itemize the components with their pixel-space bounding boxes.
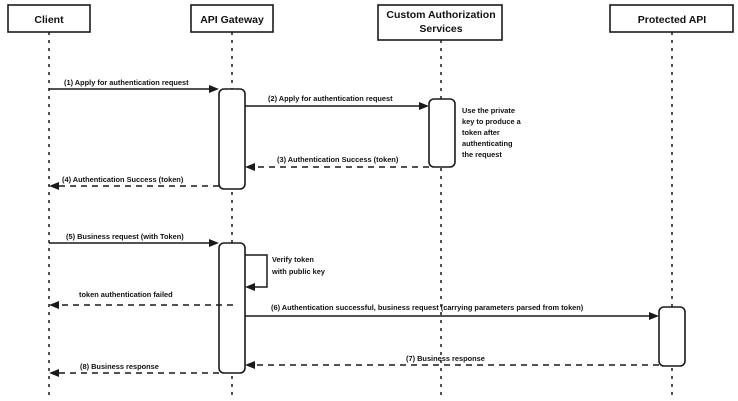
message-6-label: (6) Authentication successful, business … xyxy=(271,303,584,312)
verify-token-label-line-1: Verify token xyxy=(272,255,314,264)
participant-label-custom-authorization-services-line1: Custom Authorization xyxy=(386,9,495,21)
self-message-verify-token[interactable] xyxy=(245,254,268,291)
message-1[interactable] xyxy=(49,85,219,93)
message-7-label: (7) Business response xyxy=(406,354,485,363)
activation-custom-auth xyxy=(428,98,456,168)
message-8[interactable] xyxy=(49,369,219,377)
participant-box-client[interactable] xyxy=(7,4,91,33)
private-key-note-line-4: authenticating xyxy=(462,139,513,148)
message-7-arrowhead xyxy=(245,361,255,369)
message-6-arrowhead xyxy=(649,312,659,320)
participant-label-api-gateway: API Gateway xyxy=(200,14,264,26)
message-token-auth-failed-arrowhead xyxy=(49,301,59,309)
message-1-arrowhead xyxy=(209,85,219,93)
private-key-note-line-3: token after xyxy=(462,128,500,137)
message-8-label: (8) Business response xyxy=(80,362,159,371)
verify-token-label-line-2: with public key xyxy=(271,267,326,276)
activation-protected-api xyxy=(658,306,686,367)
message-7[interactable] xyxy=(245,361,659,369)
lifelines xyxy=(48,32,673,396)
private-key-note-line-1: Use the private xyxy=(462,106,515,115)
self-message-verify-token-arrowhead xyxy=(245,283,255,291)
message-5-arrowhead xyxy=(209,239,219,247)
participant-box-api-gateway[interactable] xyxy=(190,4,274,33)
participant-label-client: Client xyxy=(34,14,64,26)
activation-api-gateway-auth xyxy=(218,88,246,190)
message-2-arrowhead xyxy=(419,102,429,110)
message-3-arrowhead xyxy=(245,163,255,171)
participant-label-custom-authorization-services-line2: Services xyxy=(419,23,462,35)
message-4-arrowhead xyxy=(49,182,59,190)
message-5[interactable] xyxy=(49,239,219,247)
message-2-label: (2) Apply for authentication request xyxy=(268,94,393,103)
activation-bars xyxy=(218,88,686,374)
self-message-verify-token-label: Verify token with public key xyxy=(271,255,326,276)
participant-box-protected-api[interactable] xyxy=(609,4,734,33)
message-3-label: (3) Authentication Success (token) xyxy=(277,155,399,164)
message-labels: (1) Apply for authentication request (2)… xyxy=(62,78,584,371)
participant-labels: Client API Gateway Custom Authorization … xyxy=(34,9,706,35)
message-8-arrowhead xyxy=(49,369,59,377)
message-2[interactable] xyxy=(245,102,429,110)
participant-label-protected-api: Protected API xyxy=(638,14,707,26)
message-4-label: (4) Authentication Success (token) xyxy=(62,175,184,184)
self-message-verify-token-path xyxy=(245,254,268,288)
message-token-auth-failed-label: token authentication failed xyxy=(79,290,173,299)
private-key-note-line-2: key to produce a xyxy=(462,117,522,126)
participant-boxes xyxy=(7,4,734,41)
participant-box-custom-authorization-services[interactable] xyxy=(377,4,503,41)
private-key-note: Use the private key to produce a token a… xyxy=(462,106,522,159)
message-4[interactable] xyxy=(49,182,219,190)
message-3[interactable] xyxy=(245,163,429,171)
private-key-note-line-5: the request xyxy=(462,150,502,159)
message-5-label: (5) Business request (with Token) xyxy=(66,232,184,241)
activation-api-gateway-business xyxy=(218,242,246,374)
message-6[interactable] xyxy=(245,312,659,320)
message-1-label: (1) Apply for authentication request xyxy=(64,78,189,87)
message-token-authentication-failed[interactable] xyxy=(49,301,233,309)
